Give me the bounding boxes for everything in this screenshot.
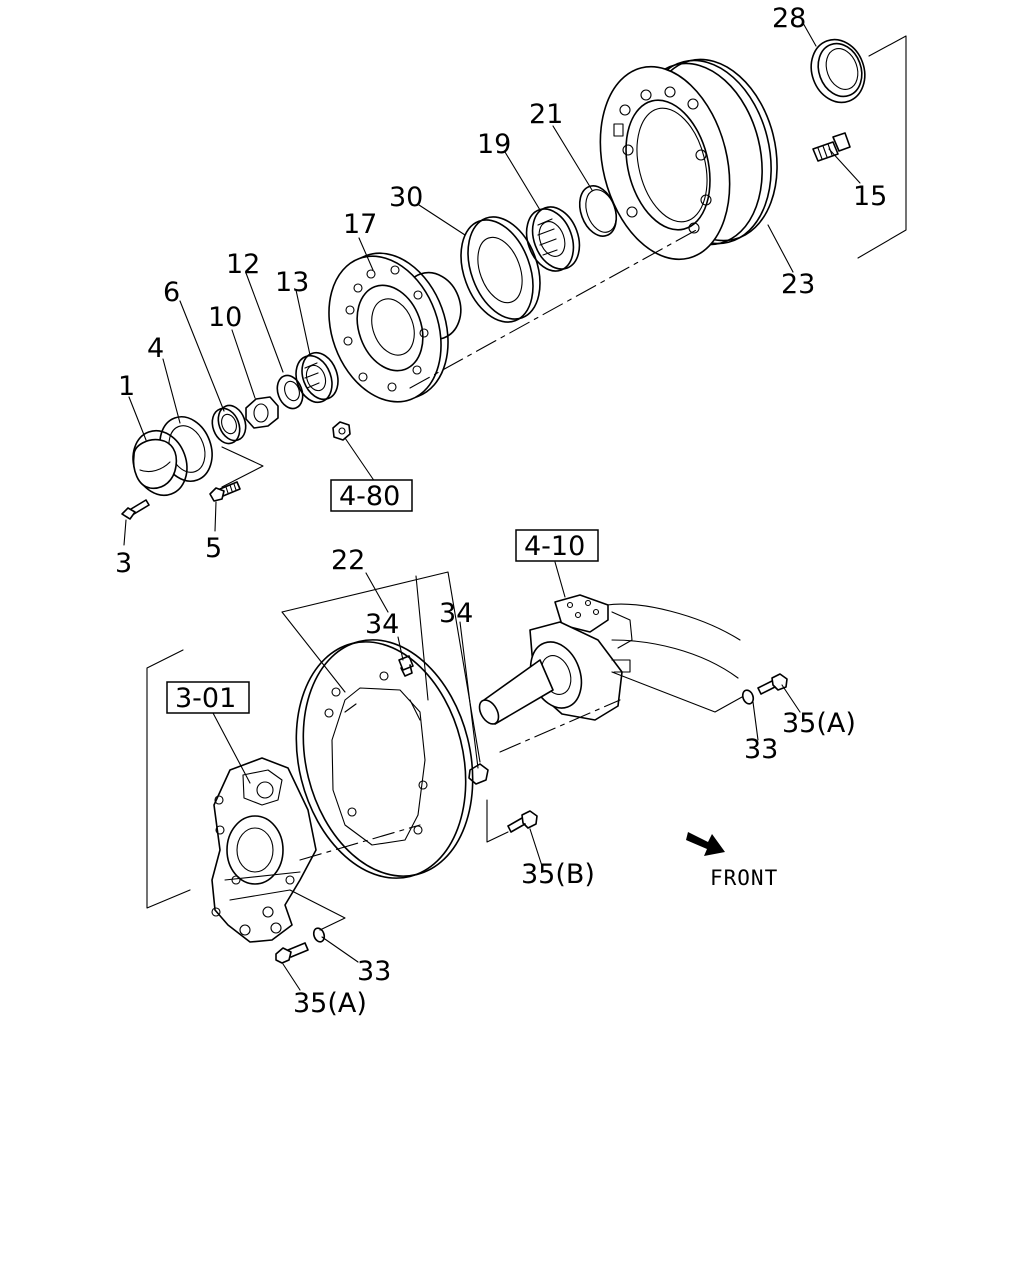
ref-label-4-80: 4-80 <box>339 481 400 512</box>
front-label: FRONT <box>710 866 778 890</box>
callout-35a-right: 35(A) <box>782 708 856 739</box>
callout-4: 4 <box>147 333 164 364</box>
bolt-35a-left <box>275 942 309 964</box>
hub-cap-1 <box>132 429 188 497</box>
callout-13: 13 <box>275 267 309 298</box>
hub-bolt-15 <box>812 132 851 162</box>
leader-lines <box>123 22 907 991</box>
callout-17: 17 <box>343 209 377 240</box>
ref-box-3-01[interactable]: 3-01 <box>166 681 250 714</box>
plug-34-upper <box>398 655 414 677</box>
bearing-19 <box>525 206 581 272</box>
ref-box-4-10[interactable]: 4-10 <box>515 529 599 562</box>
callout-22: 22 <box>331 545 365 576</box>
ref-label-4-10: 4-10 <box>524 531 585 562</box>
brake-drum-23 <box>599 58 778 261</box>
ref-label-3-01: 3-01 <box>175 683 236 714</box>
bolt-35a-right <box>757 673 788 695</box>
callout-34-lower: 34 <box>439 598 473 629</box>
callout-3: 3 <box>115 548 132 579</box>
callout-5: 5 <box>205 533 222 564</box>
callout-21: 21 <box>529 99 563 130</box>
callout-33-right: 33 <box>744 734 778 765</box>
oil-seal-28 <box>810 38 866 104</box>
seal-6 <box>211 404 247 445</box>
steering-knuckle <box>478 594 741 725</box>
lock-nut-10 <box>245 396 279 429</box>
bolt-5 <box>209 481 241 502</box>
callout-30: 30 <box>389 182 423 213</box>
plug-34-lower <box>468 763 489 785</box>
bolt-35b <box>507 810 538 833</box>
callout-6: 6 <box>163 277 180 308</box>
callout-35b: 35(B) <box>521 859 595 890</box>
bearing-13 <box>295 351 339 404</box>
washer-33-left <box>312 927 326 943</box>
bolt-3 <box>121 499 150 520</box>
washer-12 <box>276 374 304 410</box>
wheel-hub-17 <box>328 252 462 403</box>
callout-34-upper: 34 <box>365 609 399 640</box>
callout-15: 15 <box>853 181 887 212</box>
ref-box-4-80[interactable]: 4-80 <box>330 479 413 512</box>
front-arrow-icon <box>686 832 725 856</box>
callout-12: 12 <box>226 249 260 280</box>
callout-33-left: 33 <box>357 956 391 987</box>
brake-anchor-bracket <box>211 757 317 943</box>
callout-10: 10 <box>208 302 242 333</box>
hub-nut <box>332 421 351 441</box>
callout-19: 19 <box>477 129 511 160</box>
callout-23: 23 <box>781 269 815 300</box>
retaining-ring-21 <box>578 185 618 237</box>
washer-33-right <box>741 689 755 705</box>
tone-ring-30 <box>460 216 541 323</box>
callout-28: 28 <box>772 3 806 34</box>
callout-35a-left: 35(A) <box>293 988 367 1019</box>
callout-1: 1 <box>118 371 135 402</box>
